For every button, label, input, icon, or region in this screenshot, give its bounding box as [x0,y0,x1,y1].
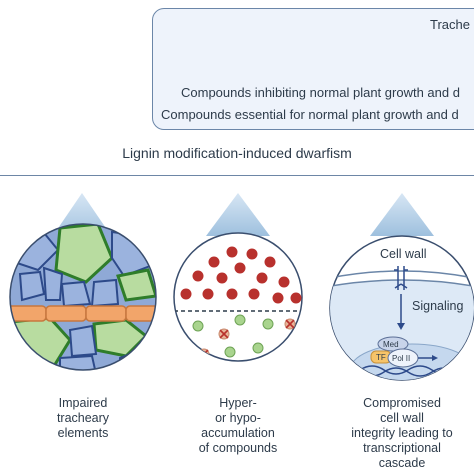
label-tf: TF [376,353,386,362]
light-cone-3 [370,193,434,236]
light-cone-2 [206,193,270,236]
section-title: Lignin modification-induced dwarfism [122,145,352,161]
cell-wall-line-1 [330,270,474,281]
cell-wall-line-2 [330,279,474,289]
vessel-elements [10,305,156,322]
panels-illustration: Cell wall Signaling Med TF Pol II [9,193,474,381]
green-compounds [192,314,274,358]
receptor-pair [394,266,408,290]
panel-1-impaired-tracheary [9,193,157,371]
mechanism-box [152,8,474,130]
panel-2-accumulation [173,193,303,362]
panel-1-border [9,223,157,371]
label-cell-wall: Cell wall [380,247,427,261]
panel-3-cell-wall-signaling: Cell wall Signaling Med TF Pol II [329,193,474,381]
label-med: Med [383,340,399,349]
box-line-1: Trache [430,17,470,32]
box-line-2: Compounds inhibiting normal plant growth… [181,85,460,100]
section-divider [0,175,474,176]
red-compounds [180,246,302,304]
label-pol2: Pol II [392,354,410,363]
label-signaling: Signaling [412,299,463,313]
box-line-3: Compounds essential for normal plant gro… [161,107,459,122]
